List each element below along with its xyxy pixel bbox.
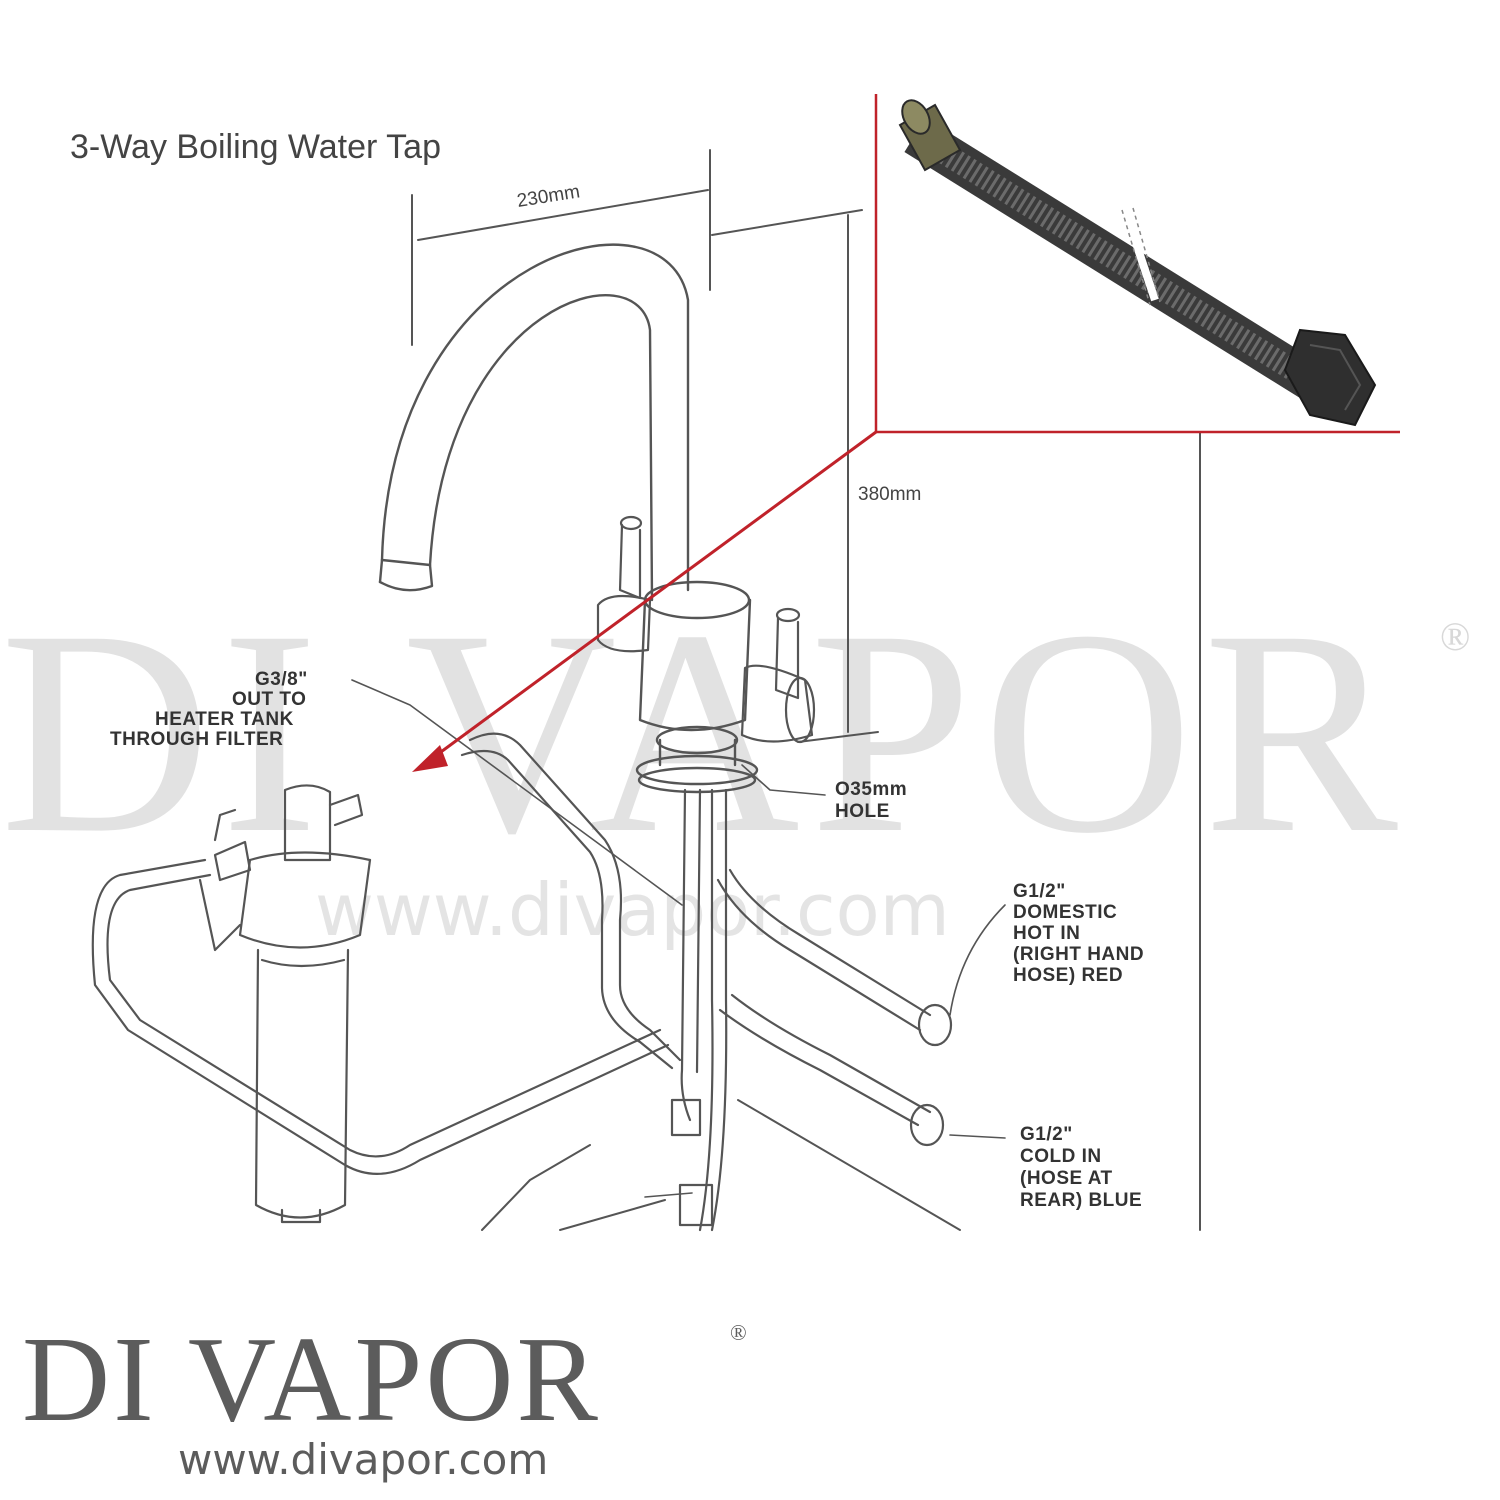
water-filter [198, 784, 372, 1224]
logo-url: www.divapor.com [178, 1435, 548, 1484]
hole-label-line-2: HOLE [835, 801, 890, 822]
braided-hose-photo [898, 99, 1377, 427]
tap-right-lever [740, 607, 816, 744]
callout-arrow [412, 430, 877, 772]
tap-body [635, 580, 759, 794]
hose-product-inset [874, 90, 1400, 434]
cold-in-label-line-3: (HOSE AT [1020, 1168, 1113, 1189]
cold-in-label: G1/2" COLD IN (HOSE AT REAR) BLUE [1020, 1124, 1142, 1211]
watermark-url: www.divapor.com [315, 868, 950, 952]
hole-label-line-1: O35mm [835, 779, 907, 800]
hot-in-label-line-4: (RIGHT HAND [1013, 944, 1144, 965]
cold-in-label-line-4: REAR) BLUE [1020, 1190, 1142, 1211]
outlet-label-line-3: HEATER TANK [155, 709, 294, 730]
dimension-width-lines [411, 149, 863, 346]
watermark-registered: ® [1440, 614, 1470, 659]
brand-logo: DI VAPOR ® www.divapor.com [22, 1312, 747, 1484]
tap-left-lever [596, 515, 652, 653]
outlet-label: G3/8" OUT TO HEATER TANK THROUGH FILTER [110, 669, 308, 750]
diagram-title: 3-Way Boiling Water Tap [70, 128, 441, 166]
worktop-outline [481, 1099, 961, 1231]
hot-in-label: G1/2" DOMESTIC HOT IN (RIGHT HAND HOSE) … [1013, 881, 1144, 986]
outlet-label-line-2: OUT TO [232, 689, 306, 710]
tap-spout [378, 243, 690, 602]
diagram-line-art [91, 149, 1201, 1232]
outlet-label-line-4: THROUGH FILTER [110, 729, 283, 750]
hot-in-label-line-1: G1/2" [1013, 881, 1066, 902]
hot-in-label-line-3: HOT IN [1013, 923, 1080, 944]
cold-in-label-line-2: COLD IN [1020, 1146, 1102, 1167]
filter-loop-hose [91, 732, 682, 1175]
tap-hoses [670, 788, 953, 1232]
cold-in-label-line-1: G1/2" [1020, 1124, 1073, 1145]
hot-in-label-line-2: DOMESTIC [1013, 902, 1117, 923]
dimension-width-label: 230mm [515, 181, 581, 212]
outlet-label-line-1: G3/8" [255, 669, 308, 690]
dimension-height-label: 380mm [858, 484, 921, 505]
hole-label: O35mm HOLE [835, 779, 907, 822]
dimension-height-lines [797, 214, 1201, 1231]
label-leaders [351, 679, 1006, 1198]
logo-brand-name: DI VAPOR [22, 1312, 601, 1447]
hot-in-label-line-5: HOSE) RED [1013, 965, 1123, 986]
logo-registered-mark: ® [730, 1320, 747, 1345]
